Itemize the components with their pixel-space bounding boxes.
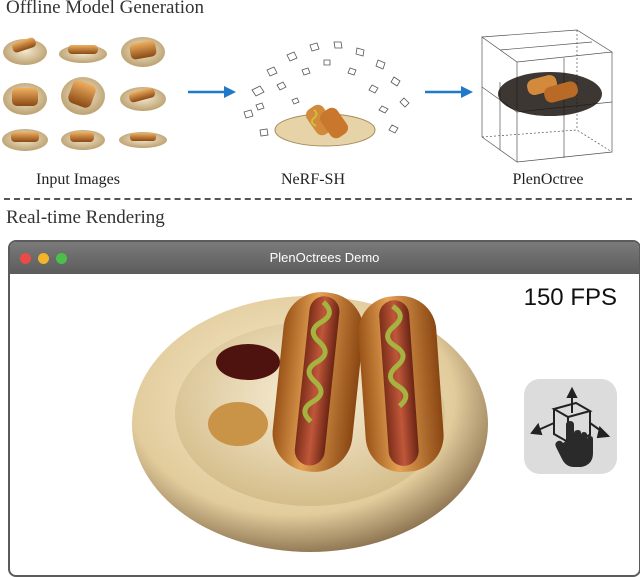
nerf-sh-illustration — [243, 41, 410, 147]
window-titlebar[interactable]: PlenOctrees Demo — [10, 242, 639, 274]
realtime-section-title: Real-time Rendering — [6, 207, 165, 228]
maximize-window-button[interactable] — [56, 253, 67, 264]
octree-hotdogs — [527, 74, 578, 103]
ketchup — [216, 344, 280, 380]
rotate-gesture-icon — [530, 386, 611, 467]
thumb-7 — [2, 129, 48, 151]
mustard-dollop — [208, 402, 268, 446]
thumb-5 — [61, 77, 105, 115]
fps-counter: 150 FPS — [523, 284, 617, 311]
hotdog-small — [305, 104, 349, 139]
thumb-1 — [3, 37, 47, 65]
thumb-3 — [121, 37, 165, 67]
input-images-grid — [2, 37, 167, 151]
thumb-2 — [59, 45, 107, 63]
flow-arrow-2 — [425, 86, 473, 98]
plenoctree-illustration — [481, 29, 614, 163]
camera-frustums — [243, 41, 410, 137]
window-title: PlenOctrees Demo — [269, 250, 380, 265]
plenoctree-caption: PlenOctree — [512, 171, 584, 188]
thumb-4 — [3, 83, 47, 115]
rendered-scene[interactable] — [10, 274, 639, 573]
thumb-8 — [61, 130, 105, 150]
hotdog-left — [272, 292, 364, 472]
section-divider — [4, 198, 632, 200]
thumb-6 — [120, 87, 166, 111]
demo-window: PlenOctrees Demo — [8, 240, 640, 577]
input-images-caption: Input Images — [36, 171, 120, 188]
minimize-window-button[interactable] — [38, 253, 49, 264]
rotate-gesture-button[interactable] — [524, 379, 617, 474]
close-window-button[interactable] — [20, 253, 31, 264]
flow-arrow-1 — [188, 86, 236, 98]
offline-section-title: Offline Model Generation — [6, 0, 205, 18]
thumb-9 — [119, 132, 167, 148]
hotdog-right — [358, 295, 444, 473]
nerf-sh-caption: NeRF-SH — [280, 171, 345, 188]
